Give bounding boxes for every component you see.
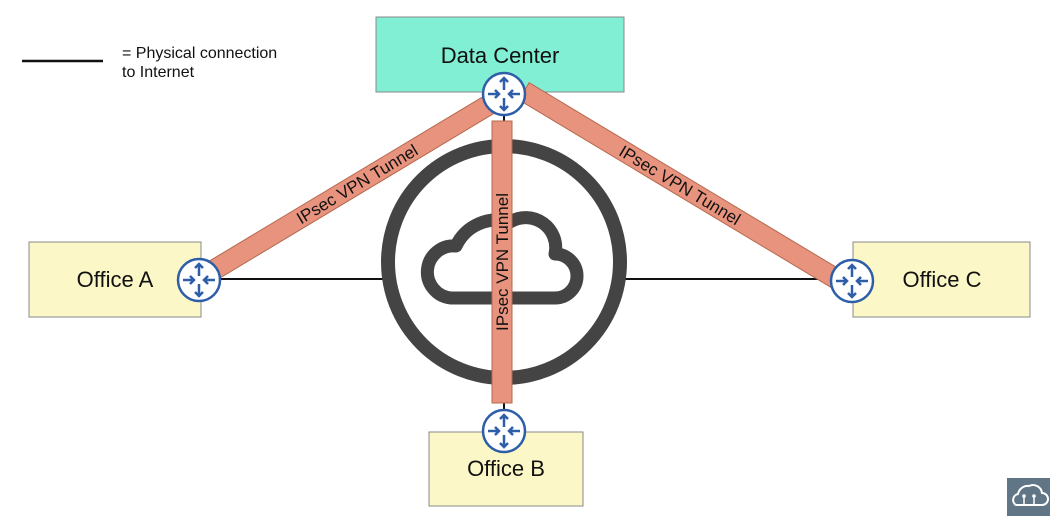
tunnel-middle-label: IPsec VPN Tunnel <box>493 193 512 331</box>
tunnel-middle: IPsec VPN Tunnel <box>491 120 513 404</box>
data-center-label: Data Center <box>441 43 560 68</box>
office-b-label: Office B <box>467 456 545 481</box>
router-icon <box>176 257 222 303</box>
office-a-label: Office A <box>77 267 154 292</box>
legend-line1: = Physical connection <box>122 45 278 62</box>
router-icon <box>481 408 527 454</box>
legend-line2: to Internet <box>122 64 195 81</box>
router-icon <box>481 71 527 117</box>
office-c-label: Office C <box>902 267 981 292</box>
office-c-box <box>852 241 1031 318</box>
router-icon <box>829 258 875 304</box>
tunnel-right-label: IPsec VPN Tunnel <box>616 142 744 229</box>
cloud-network-logo-icon <box>1007 478 1050 516</box>
office-a-box <box>28 241 202 318</box>
legend-text: = Physical connection to Internet <box>122 44 277 82</box>
